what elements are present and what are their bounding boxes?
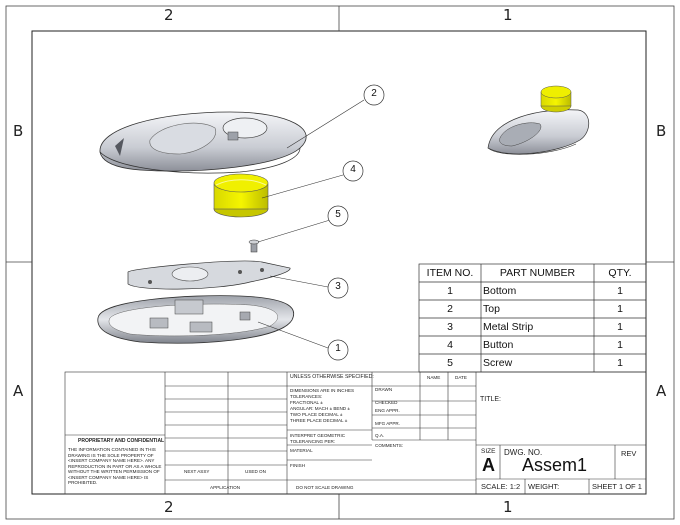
bom-row-2-part: Top	[483, 303, 500, 315]
dwg-no-value: Assem1	[522, 455, 588, 475]
bom-row-3-part: Metal Strip	[483, 321, 534, 333]
zone-bottom-2: 2	[164, 498, 174, 516]
zone-bottom-1: 1	[503, 498, 513, 516]
sheet-text: SHEET 1 OF 1	[592, 482, 642, 491]
leader-3	[269, 275, 329, 288]
balloon-1: 1	[335, 343, 341, 354]
dims-line-3: FRACTIONAL ±	[290, 400, 323, 405]
balloon-2: 2	[371, 88, 377, 99]
comments-label: COMMENTS:	[375, 443, 404, 448]
part-screw	[248, 239, 260, 253]
drawn-label: DRAWN	[375, 387, 393, 392]
used-on-label: USED ON	[245, 469, 266, 474]
bom-row-4-item: 4	[447, 339, 453, 351]
unless-specified: UNLESS OTHERWISE SPECIFIED:	[290, 374, 374, 380]
leader-5	[257, 219, 331, 243]
zone-top-1: 1	[503, 6, 513, 24]
balloon-4: 4	[350, 164, 356, 175]
size-value: A	[482, 455, 495, 475]
bom-row-5-part: Screw	[483, 357, 513, 369]
zone-left-a: A	[13, 382, 24, 400]
outer-border	[5, 5, 675, 520]
bom-row-2-item: 2	[447, 303, 453, 315]
proprietary-line-2: DRAWING IS THE SOLE PROPERTY OF	[68, 452, 154, 458]
bom-row-1-item: 1	[447, 285, 453, 297]
proprietary-line-4: REPRODUCTION IN PART OR AS A WHOLE	[68, 463, 162, 469]
name-header: NAME	[427, 375, 441, 380]
material-label: MATERIAL	[290, 448, 313, 453]
interpret-line-2: TOLERANCING PER:	[290, 439, 336, 444]
dwg-no-label: DWG. NO.	[504, 448, 543, 457]
dims-line-5: TWO PLACE DECIMAL ±	[290, 412, 343, 417]
bom-row-4-part: Button	[483, 339, 514, 351]
balloon-circle-2	[363, 84, 385, 106]
bom-row-1-part: Bottom	[483, 285, 517, 297]
proprietary-line-3: <INSERT COMPANY NAME HERE>. ANY	[68, 458, 155, 463]
proprietary-line-1: THE INFORMATION CONTAINED IN THIS	[68, 447, 156, 452]
proprietary-line-6: <INSERT COMPANY NAME HERE> IS	[68, 474, 149, 480]
bom-header-item: ITEM NO.	[426, 267, 474, 279]
balloon-circle-3	[327, 277, 349, 299]
weight-text: WEIGHT:	[528, 482, 560, 491]
leader-2	[286, 99, 365, 149]
qa-label: Q.A.	[375, 433, 385, 438]
bom-row-5-item: 5	[447, 357, 453, 369]
isometric-view	[487, 85, 590, 155]
dims-line-6: THREE PLACE DECIMAL ±	[290, 418, 348, 423]
part-top	[99, 111, 307, 174]
application-label: APPLICATION	[210, 485, 241, 490]
bom-header-part: PART NUMBER	[499, 267, 576, 279]
bom-row-3-item: 3	[447, 321, 453, 333]
checked-label: CHECKED	[375, 400, 398, 405]
zone-right-a: A	[656, 382, 667, 400]
finish-label: FINISH	[290, 463, 306, 468]
part-button	[213, 173, 269, 218]
do-not-scale-label: DO NOT SCALE DRAWING	[296, 485, 354, 490]
next-assy-label: NEXT ASSY	[184, 469, 210, 474]
eng-appr-label: ENG APPR.	[375, 408, 400, 413]
bom-row-1-qty: 1	[617, 285, 623, 297]
title-label: TITLE:	[480, 396, 502, 403]
bom-row-2-qty: 1	[617, 303, 623, 315]
dims-line-4: ANGULAR: MACH ± BEND ±	[290, 406, 350, 411]
bom-grid	[418, 263, 647, 373]
title-block-grid	[64, 371, 647, 495]
balloon-circle-5	[327, 205, 349, 227]
balloon-5: 5	[335, 209, 341, 220]
proprietary-title: PROPRIETARY AND CONFIDENTIAL	[78, 438, 165, 444]
date-header: DATE	[455, 375, 467, 380]
balloon-3: 3	[335, 281, 341, 292]
dims-line-1: DIMENSIONS ARE IN INCHES	[290, 388, 355, 393]
size-label: SIZE	[481, 448, 496, 455]
mfg-appr-label: MFG APPR.	[375, 421, 401, 426]
proprietary-line-7: PROHIBITED.	[68, 480, 98, 485]
zone-left-b: B	[13, 122, 24, 140]
bom-header-qty: QTY.	[608, 267, 632, 279]
bom-row-5-qty: 1	[617, 357, 623, 369]
dims-line-2: TOLERANCES:	[290, 394, 323, 399]
zone-top-2: 2	[164, 6, 174, 24]
part-bottom	[97, 295, 295, 344]
part-metal-strip	[127, 260, 291, 290]
bom-row-4-qty: 1	[617, 339, 623, 351]
rev-label: REV	[621, 449, 637, 458]
interpret-line-1: INTERPRET GEOMETRIC	[290, 433, 346, 438]
zone-right-b: B	[656, 122, 667, 140]
proprietary-line-5: WITHOUT THE WRITTEN PERMISSION OF	[68, 469, 160, 474]
bom-row-3-qty: 1	[617, 321, 623, 333]
scale-text: SCALE: 1:2	[481, 482, 521, 491]
leader-4	[261, 174, 344, 199]
balloon-circle-4	[342, 160, 364, 182]
balloon-circle-1	[327, 339, 349, 361]
leader-1	[257, 321, 329, 349]
